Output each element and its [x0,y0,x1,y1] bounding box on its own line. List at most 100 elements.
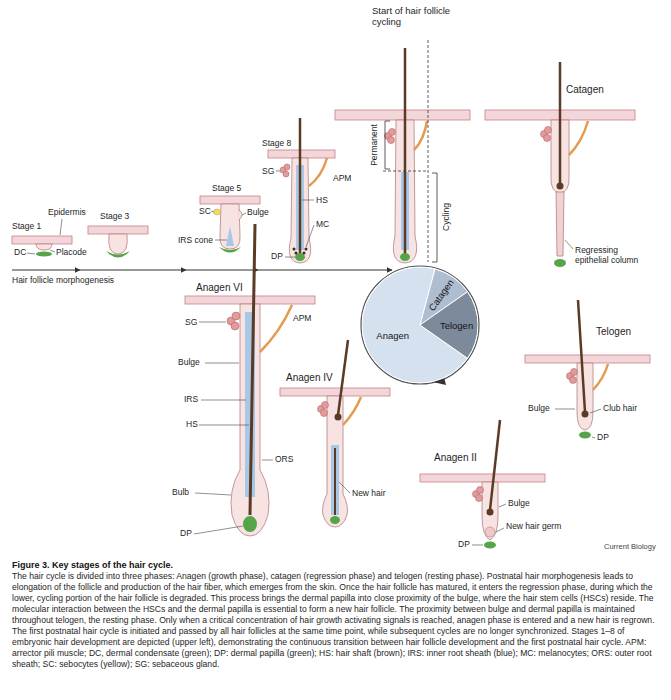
leader-line [555,409,575,410]
phase-label: Anagen IV [286,372,333,384]
phase-label: Anagen VI [196,282,243,294]
sector-fill [420,292,478,359]
dermal-papilla [219,247,241,253]
sebaceous-gland [318,402,329,417]
leader-line [50,250,55,252]
gland-lobe [389,129,396,136]
phase-name: Anagen [376,329,409,340]
gland-lobe [477,487,484,494]
part-label: New hair germ [506,522,561,532]
part-label: DP [597,433,609,443]
start-cycling-follicle [335,40,470,263]
part-label: New hair [352,489,386,499]
part-label: DP [271,252,283,262]
melanocyte [295,252,298,255]
follicle-outline [220,204,240,249]
leader-line [339,482,350,493]
stage-label: Stage 1 [12,222,41,232]
gland-lobe [283,171,289,177]
hair-shaft [338,340,348,415]
part-label: IRS cone [178,236,213,246]
telogen-follicle [525,300,650,439]
stage-label: Stage 8 [262,139,291,149]
sebaceous-gland [541,127,552,142]
arrector-muscle [414,121,427,150]
club-end [487,509,494,516]
irs-sheath [331,445,339,515]
dashed-line [428,40,429,262]
part-label: Bulge [508,499,530,509]
epidermis-band [88,226,148,234]
leader-line [262,460,273,461]
cycle-ring [361,266,479,384]
dermal-papilla [484,542,496,549]
leader-line [60,219,62,235]
arrow-line [186,270,258,271]
dermal-condensate [106,251,130,258]
irs-cone [226,226,234,246]
sebaceous-gland [385,129,396,144]
arrow-line [258,270,392,271]
melanocyte [303,252,306,255]
epidermis-band [420,474,545,482]
follicle-outline [482,482,498,540]
melanocyte [305,248,308,251]
leader-line [215,240,227,241]
bracket [432,173,437,262]
caption-block: Figure 3. Key stages of the hair cycle.T… [12,559,659,670]
arrector-muscle [569,121,588,155]
bracket-label: Permanent [370,124,380,166]
leader-line [194,526,243,534]
arrow-line [12,270,80,271]
gland-lobe [570,377,577,384]
catagen-follicle [485,62,635,267]
gland-lobe [571,369,578,376]
leader-line [496,528,504,532]
gland-lobe [388,137,395,144]
epidermis-band [185,296,315,304]
arrector-muscle [260,305,292,352]
arrector-muscle [593,364,608,390]
leader-line [590,409,601,413]
phase-label: Catagen [566,84,604,96]
sebaceous-gland [227,312,240,330]
dermal-papilla [330,516,340,524]
part-label: SG [262,167,274,177]
arrow-line [80,270,186,271]
new-hair-germ [485,527,495,537]
melanocyte [293,248,296,251]
label-layer: Start of hair follicle cyclingPermanentC… [0,0,671,560]
part-label: IRS [184,395,198,405]
anagen-iv-follicle [280,340,390,527]
stage-label: Stage 3 [100,212,129,222]
hair-shaft [404,48,407,255]
gland-lobe [545,127,552,134]
part-label: SG [185,318,197,328]
part-label: HS [316,196,328,206]
part-label: Regressing epithelial column [575,246,647,266]
part-label: DP [458,540,470,550]
dermal-papilla [243,516,257,532]
dashed-line [383,171,428,172]
part-label: Bulb [172,488,189,498]
figure-title: Figure 3. Key stages of the hair cycle. [12,559,659,571]
epidermis-band [335,110,470,120]
dermal-condensate [36,252,52,257]
placode-shape [36,244,52,250]
follicle-outline [109,234,128,254]
leader-line [565,240,573,249]
epidermis-band [525,355,650,363]
hair-shaft [490,420,500,510]
gland-lobe [322,402,329,409]
club-end [335,414,342,421]
leader-line [285,257,295,258]
gland-lobe [321,410,328,417]
part-label: Bulge [178,358,200,368]
leader-line [302,200,314,201]
new-hair-shaft [334,448,336,515]
leader-line [211,211,214,212]
leader-line [592,437,595,438]
morphogenesis-arrow [12,270,392,271]
sebaceous-gland [280,164,290,177]
hair-shaft [578,300,585,412]
